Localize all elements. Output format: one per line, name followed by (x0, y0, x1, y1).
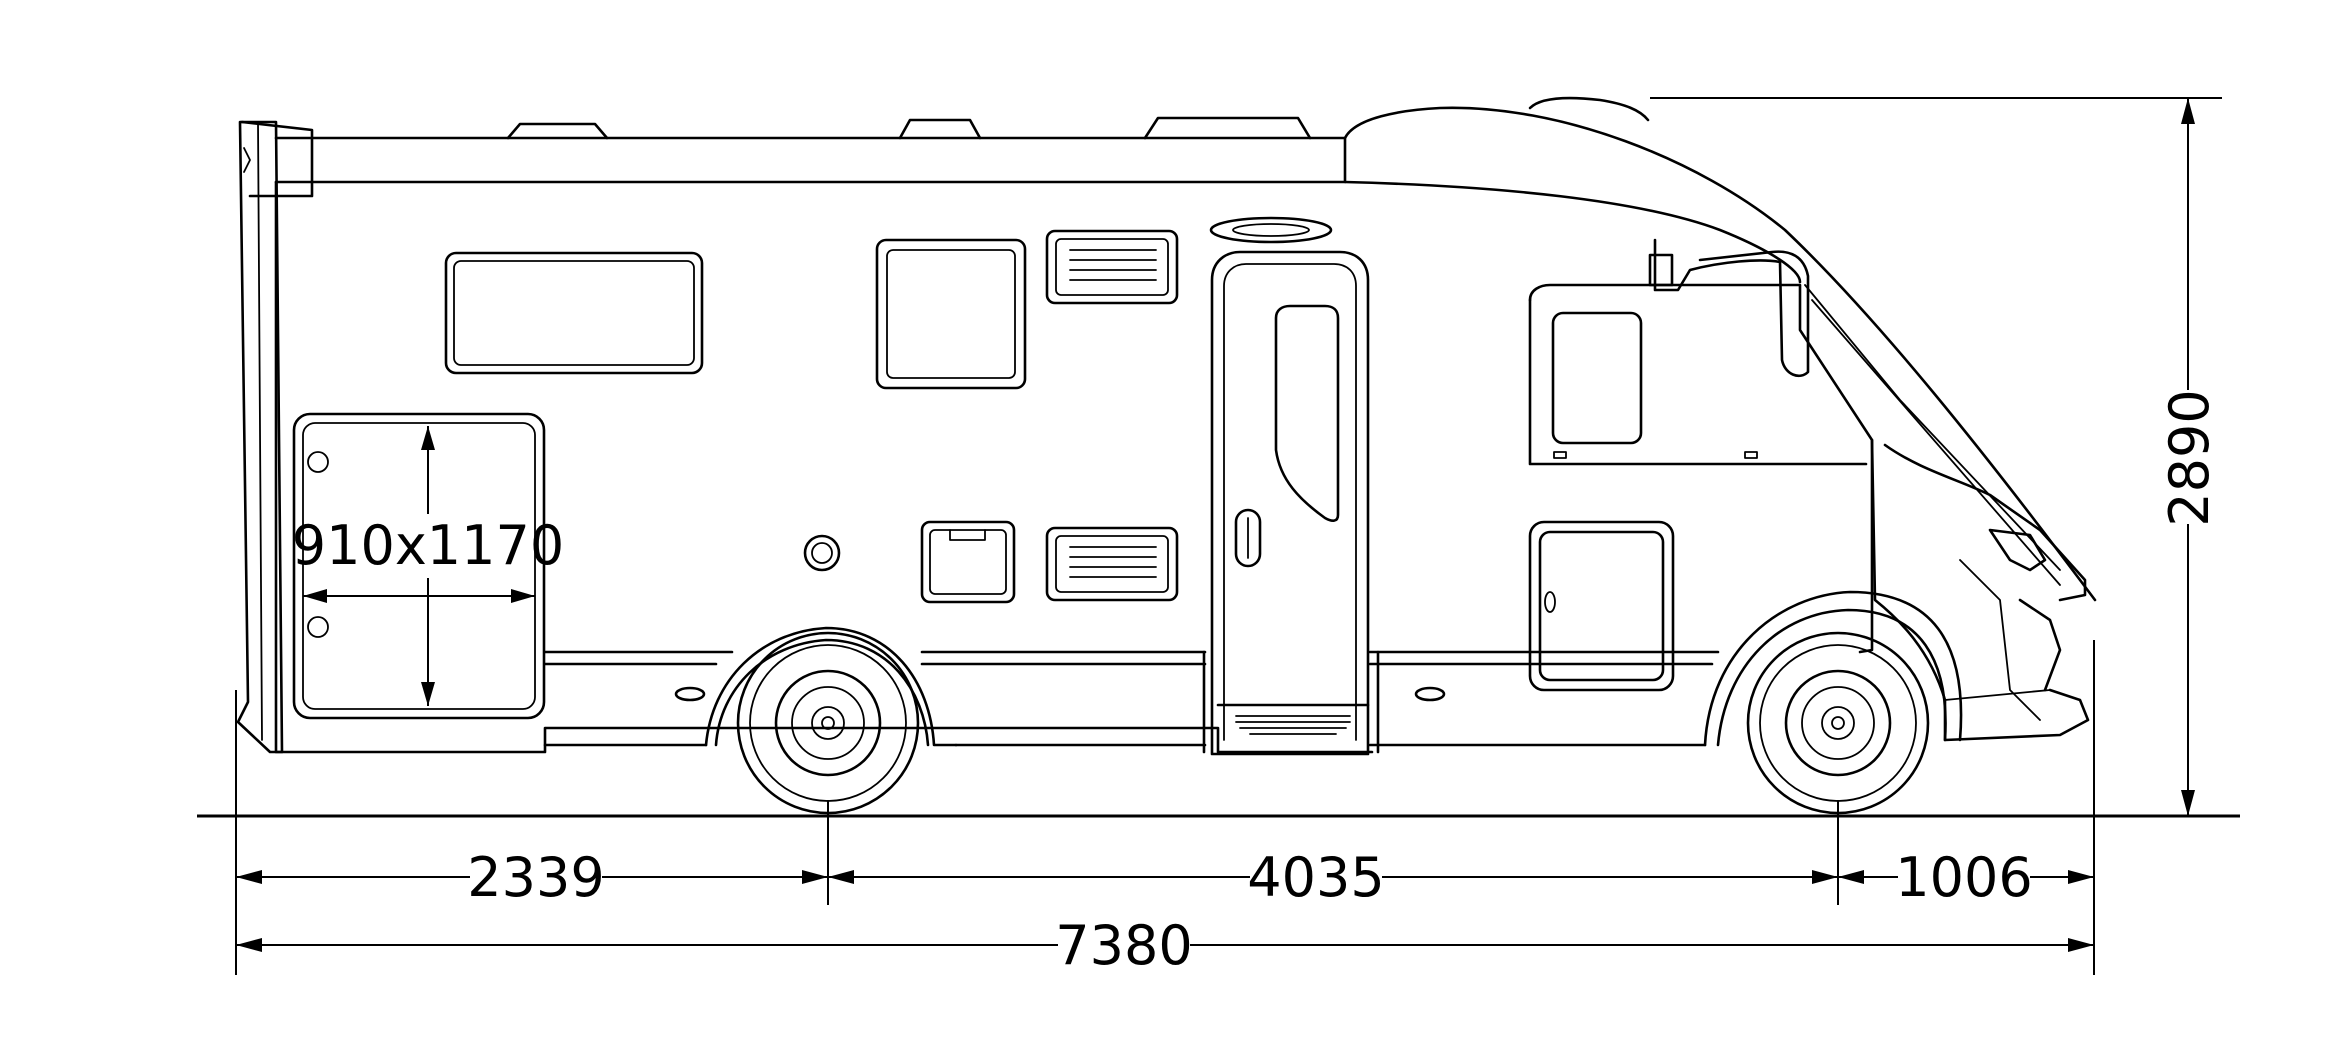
cab-side-window (1551, 311, 1643, 445)
filler-cap (803, 534, 841, 572)
roof-vent (898, 118, 982, 140)
lower-vent-grille (1045, 526, 1179, 602)
overall-height-label: 2890 (2158, 389, 2221, 526)
cab-door (1528, 520, 1675, 692)
rear-overhang-label: 2339 (467, 846, 604, 909)
cab-front (1343, 96, 2097, 742)
wheelbase-label: 4035 (1247, 846, 1384, 909)
garage-door (292, 412, 546, 720)
rear-window (444, 251, 704, 375)
door-window (1274, 304, 1340, 522)
entrance-door (1202, 216, 1380, 756)
roof-vent (506, 122, 609, 140)
roof-vent (1143, 116, 1312, 140)
rear-wheel (704, 626, 958, 815)
lock-icon (307, 616, 329, 638)
side-marker-light (1414, 686, 1446, 702)
service-hatch (920, 520, 1016, 604)
mid-window (875, 238, 1027, 390)
roof-antenna (1528, 96, 1650, 122)
motorhome-body (236, 116, 1720, 754)
side-marker-light (674, 686, 706, 702)
lock-icon (307, 451, 329, 473)
upper-vent-grille (1045, 229, 1179, 305)
door-dimension-label: 910x1170 (292, 514, 564, 577)
door-handle (1234, 508, 1262, 568)
overall-length-label: 7380 (1055, 914, 1192, 977)
front-overhang-label: 1006 (1895, 846, 2032, 909)
front-wheel (1703, 590, 1963, 815)
